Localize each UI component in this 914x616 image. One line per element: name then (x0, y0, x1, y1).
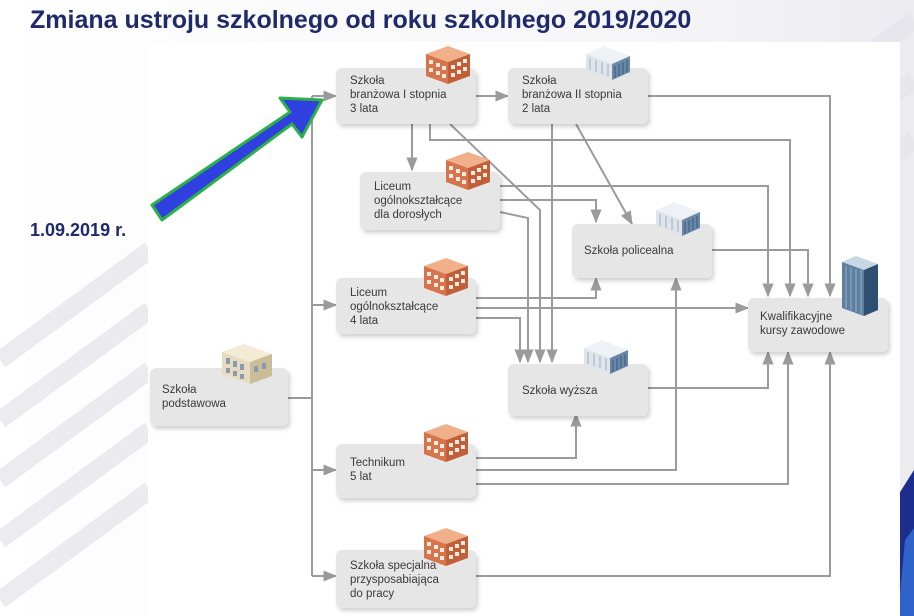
node-label: Szkoła wyższa (522, 385, 598, 397)
connector-podstawowa-trunk (288, 96, 313, 576)
connector-branzowa1-kwalifikacyjne (429, 124, 796, 298)
connector-technikum-kwalifikacyjne (476, 350, 794, 485)
connector-wyzsza-kwalifikacyjne (648, 350, 774, 389)
connector-technikum-policealna (476, 276, 682, 471)
brick-building-icon (426, 46, 470, 84)
node-label: ogólnokształcące (350, 301, 438, 313)
node-label: 5 lat (350, 471, 373, 483)
connector-liceum-dorosli-kwalifikacyjne (500, 185, 774, 298)
node-label: dla dorosłych (374, 209, 442, 221)
node-label: 3 lata (350, 103, 379, 115)
node-box (572, 224, 712, 278)
node-label: kursy zawodowe (760, 325, 845, 337)
node-label: branżowa II stopnia (522, 89, 622, 101)
connector-liceum4-policealna (476, 276, 602, 299)
node-branzowa2: Szkoła branżowa II stopnia 2 lata (508, 45, 648, 124)
node-podstawowa: Szkoła podstawowa (150, 344, 288, 426)
node-kwalifikacyjne: Kwalifikacyjne kursy zawodowe (748, 255, 888, 352)
node-label: 4 lata (350, 315, 379, 327)
connector-liceum-dorosli-wyzsza (499, 211, 534, 364)
tower-building-icon (841, 255, 879, 317)
connectors (288, 90, 836, 582)
connector-policealna-kwalifikacyjne (712, 249, 814, 298)
slide-title: Zmiana ustroju szkolnego od roku szkolne… (30, 6, 692, 34)
node-label: Liceum (350, 287, 387, 299)
connector-branzowa2-policealna (575, 123, 633, 226)
brick-building-icon (424, 258, 468, 296)
node-label: Szkoła specjalna (350, 560, 437, 572)
connector-liceum-dorosli-policealna (500, 199, 602, 224)
node-liceum4: Liceum ogólnokształcące 4 lata (336, 258, 476, 334)
node-box (336, 550, 476, 608)
connector-branzowa1-wyzsza (449, 123, 546, 364)
node-wyzsza: Szkoła wyższa (508, 339, 648, 416)
connector-branzowa2-kwalifikacyjne (648, 95, 836, 298)
node-label: Szkoła policealna (584, 245, 674, 257)
node-specjalna: Szkoła specjalna przysposabiająca do pracy (336, 528, 476, 608)
node-liceum-dorosli: Liceum ogólnokształcące dla dorosłych (360, 152, 500, 230)
node-label: Kwalifikacyjne (760, 311, 832, 323)
node-box (508, 68, 648, 124)
date-label: 1.09.2019 r. (30, 220, 127, 240)
node-branzowa1: Szkoła branżowa I stopnia 3 lata (336, 46, 476, 124)
node-box (508, 364, 648, 416)
node-label: podstawowa (162, 398, 227, 410)
node-policealna: Szkoła policealna (572, 201, 712, 278)
brick-building-icon (446, 152, 490, 190)
svg-text:Szkoła policealna: Szkoła policealna (584, 245, 674, 257)
node-label: branżowa I stopnia (350, 89, 447, 101)
node-label: Technikum (350, 457, 405, 469)
node-label: Szkoła (350, 75, 385, 87)
connector-technikum-wyzsza (476, 412, 582, 459)
big-arrow-icon (150, 96, 324, 222)
node-label: ogólnokształcące (374, 195, 462, 207)
brick-building-icon (424, 424, 468, 462)
node-box (336, 68, 476, 124)
highlight-arrow (150, 96, 324, 222)
connector-liceum4-wyzsza (476, 317, 526, 364)
node-technikum: Technikum 5 lat (336, 424, 476, 498)
node-label: Szkoła (522, 75, 557, 87)
node-label: 2 lata (522, 103, 551, 115)
node-label: Liceum (374, 181, 411, 193)
svg-text:Szkoła wyższa: Szkoła wyższa (522, 385, 598, 397)
connector-specjalna-kwalifikacyjne (476, 350, 836, 577)
node-label: Szkoła (162, 384, 197, 396)
node-label: przysposabiająca (350, 574, 439, 586)
node-label: do pracy (350, 588, 394, 600)
